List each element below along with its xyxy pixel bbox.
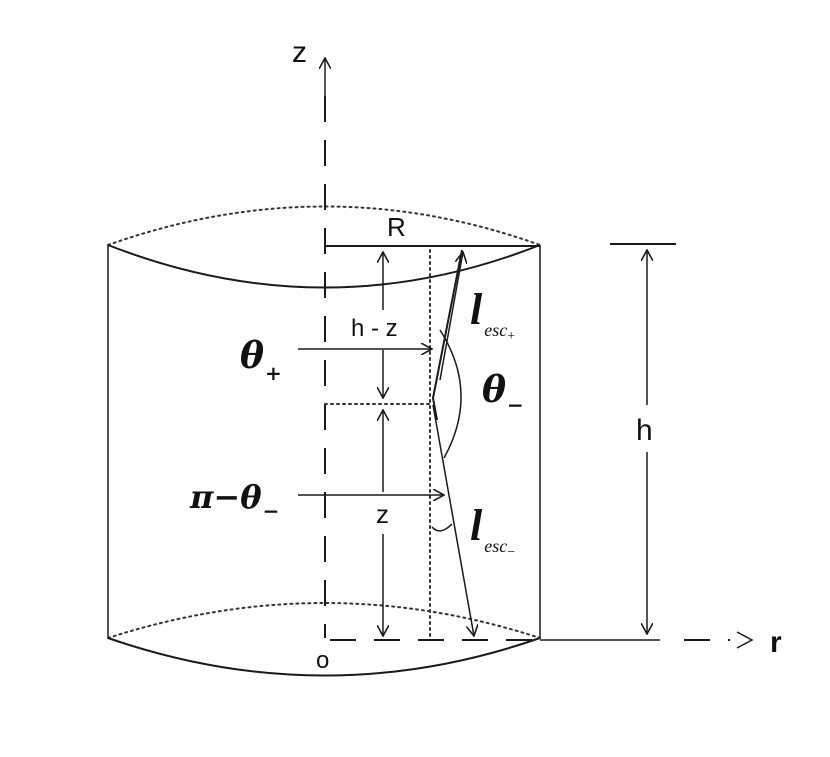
- bottom-ellipse-back: [107, 602, 541, 639]
- h-minus-z-label: h - z: [351, 315, 398, 342]
- h-minus-z-dimension: h - z: [351, 252, 398, 398]
- z-segment-label: z: [376, 499, 389, 529]
- r-axis-arrowhead: [736, 631, 754, 649]
- h-dimension: h: [610, 243, 676, 634]
- escape-path-bend: [431, 249, 463, 421]
- z-dimension: z: [376, 410, 389, 636]
- pi-minus-theta-arc: [431, 523, 453, 532]
- theta-minus-arc: [439, 329, 462, 459]
- radius-label: R: [387, 212, 406, 242]
- z-axis-label: z: [292, 36, 307, 69]
- bottom-ellipse-front: [107, 637, 541, 677]
- escape-path-downward: [432, 404, 474, 636]
- z-axis: z: [292, 36, 325, 638]
- r-axis-label: r: [770, 626, 782, 659]
- theta-minus-label: θ−: [482, 369, 524, 417]
- r-axis: r o: [316, 626, 782, 674]
- theta-plus-label: θ+: [240, 335, 282, 385]
- pi-minus-theta-label: π−θ−: [189, 478, 279, 523]
- top-ellipse-back: [107, 205, 541, 246]
- escape-path-upward: [439, 252, 463, 381]
- origin-label: o: [316, 647, 329, 674]
- height-label: h: [636, 414, 653, 447]
